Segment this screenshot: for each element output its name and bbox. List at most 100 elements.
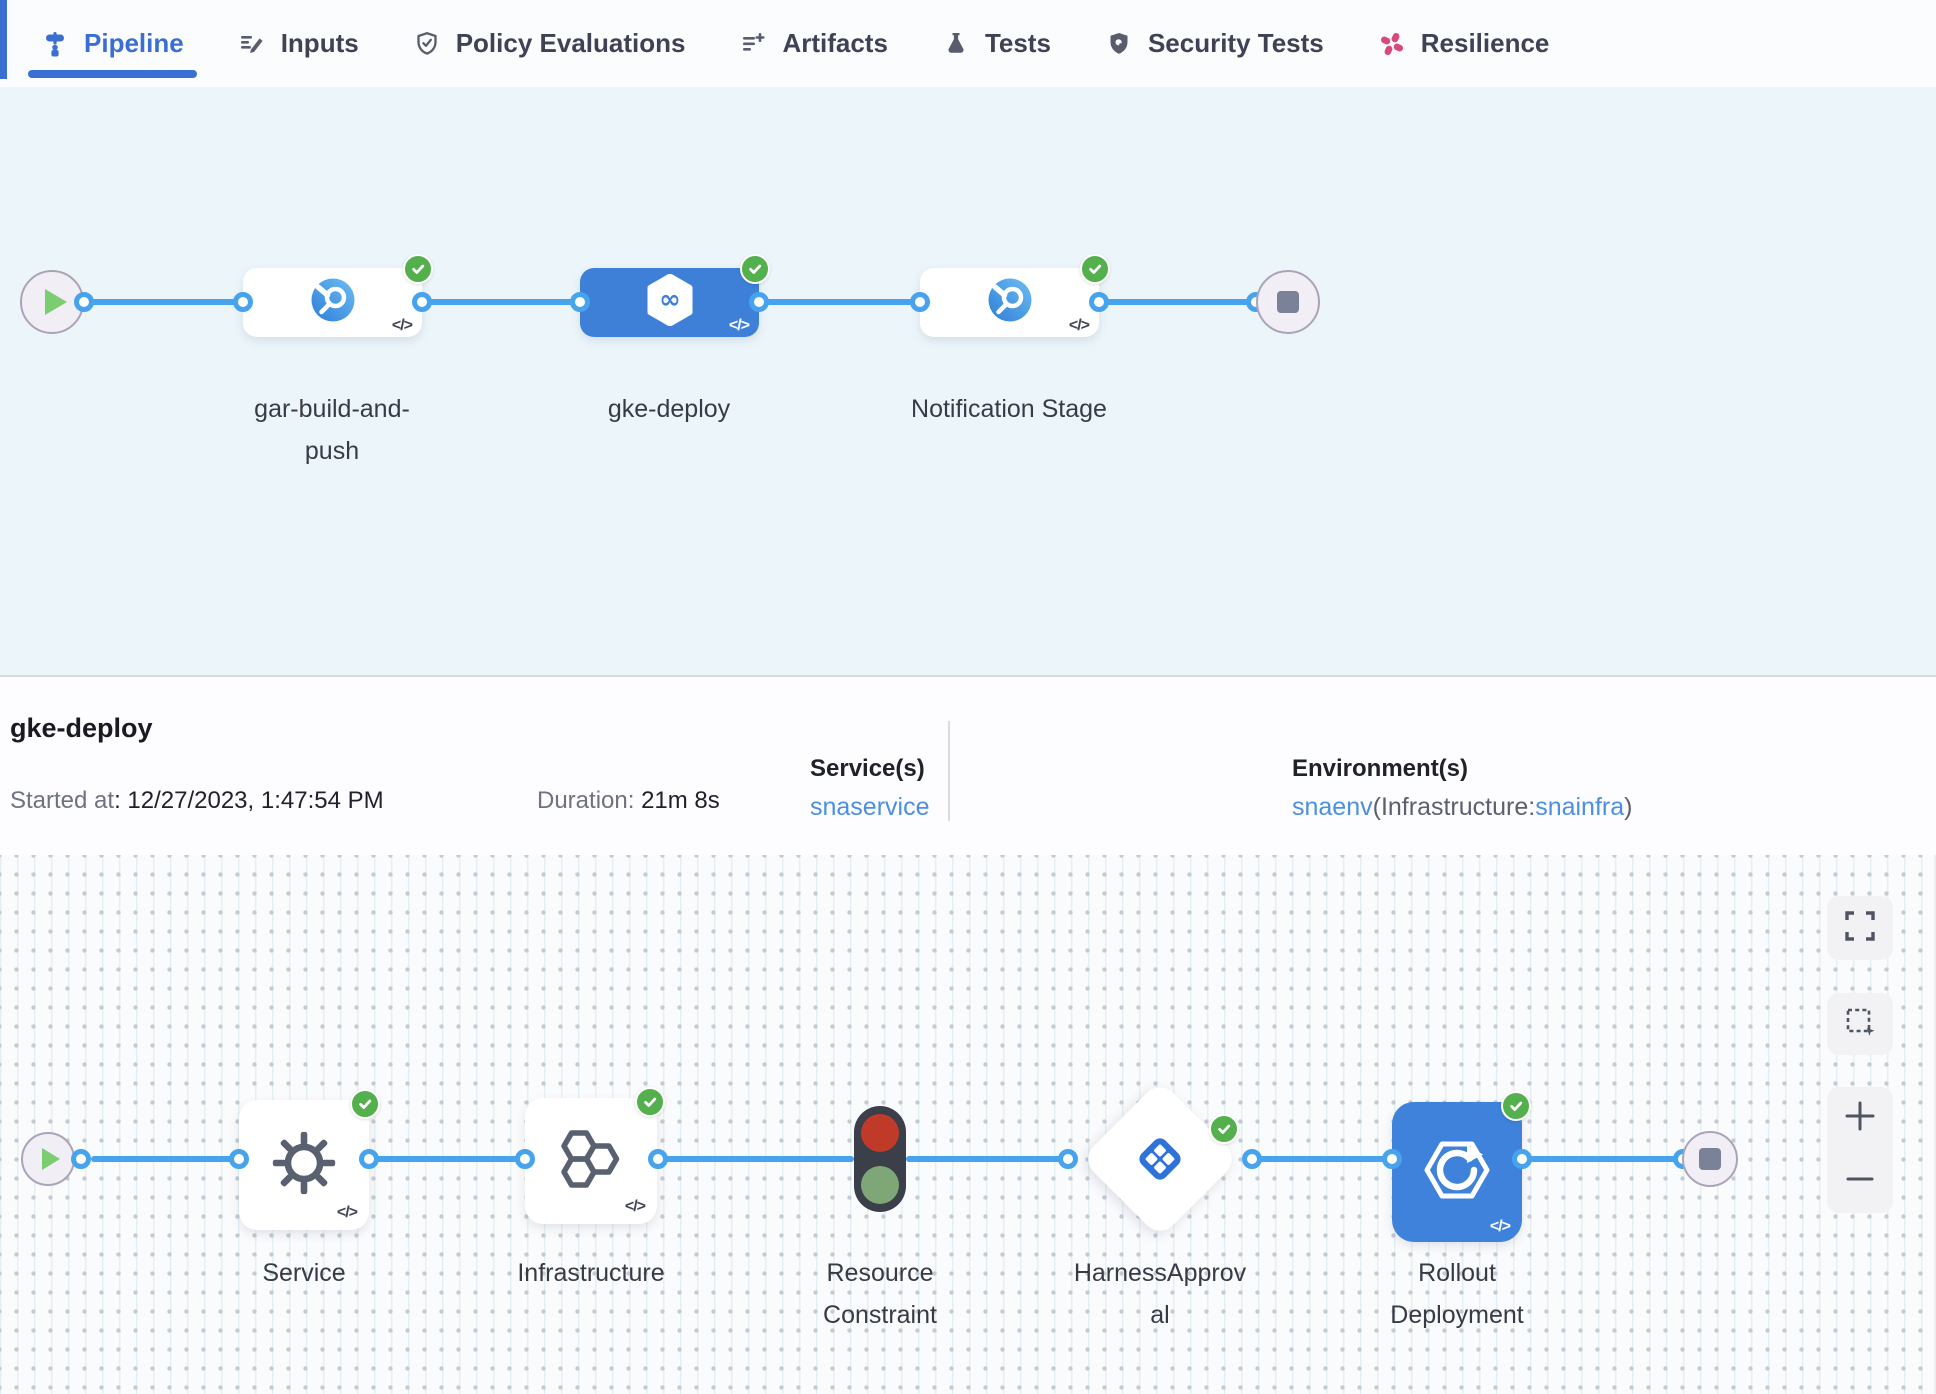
step-card-service[interactable]: </> <box>239 1100 369 1230</box>
services-label: Service(s) <box>810 755 925 782</box>
policy-evaluations-icon <box>413 30 441 58</box>
code-icon: </> <box>1068 317 1090 334</box>
zoom-panel <box>1827 1087 1893 1213</box>
execution-end-node <box>1682 1131 1738 1187</box>
started-at-label: Started at <box>10 787 115 814</box>
stage-card-notification-stage[interactable]: </> <box>920 268 1099 337</box>
edge-line <box>906 1156 1068 1162</box>
code-icon: </> <box>1489 1218 1511 1235</box>
stage-label: gke-deploy <box>607 395 731 423</box>
stop-icon <box>1699 1148 1721 1170</box>
duration: Duration: 21m 8s <box>537 787 720 815</box>
infrastructure-link[interactable]: snainfra <box>1535 793 1625 821</box>
code-icon: </> <box>391 317 413 334</box>
play-icon <box>42 1148 60 1170</box>
connector-dot <box>1382 1149 1402 1169</box>
step-card-rollout-deployment[interactable]: </> <box>1392 1102 1522 1242</box>
service-link[interactable]: snaservice <box>810 793 930 821</box>
edge-line <box>1252 1156 1392 1162</box>
services-value: snaservice <box>810 793 930 822</box>
tab-bar: Pipeline Inputs <box>0 0 1936 88</box>
stage-label: gar-build-and-push <box>254 395 410 465</box>
success-check-icon <box>1501 1091 1531 1121</box>
step-card-harness-approval[interactable] <box>1080 1079 1240 1239</box>
connector-dot <box>74 292 94 312</box>
minus-icon <box>1843 1162 1877 1201</box>
connector-dot <box>570 292 590 312</box>
execution-graph-canvas[interactable]: </> </> <box>0 855 1936 1394</box>
execution-start-node <box>21 1132 75 1186</box>
step-label: Resource Constraint <box>823 1259 937 1329</box>
plus-icon <box>1843 1099 1877 1138</box>
started-at-value: : 12/27/2023, 1:47:54 PM <box>114 787 384 814</box>
traffic-light-green <box>861 1166 899 1204</box>
connector-dot <box>229 1149 249 1169</box>
success-check-icon <box>403 254 433 284</box>
edge-line <box>84 299 243 305</box>
svg-text:∞: ∞ <box>659 285 681 315</box>
edge-line <box>1099 299 1256 305</box>
step-label: Infrastructure <box>517 1259 665 1287</box>
success-check-icon <box>635 1087 665 1117</box>
stage-title: gke-deploy <box>10 713 153 743</box>
marquee-select-button[interactable] <box>1827 993 1893 1055</box>
zoom-out-button[interactable] <box>1827 1150 1893 1213</box>
tab-label: Artifacts <box>782 28 888 58</box>
tab-tests[interactable]: Tests <box>915 0 1078 87</box>
step-label: HarnessApproval <box>1073 1259 1247 1329</box>
environments-label: Environment(s) <box>1292 755 1469 782</box>
environment-link[interactable]: snaenv <box>1292 793 1373 821</box>
approval-diamond-icon <box>1128 1127 1192 1196</box>
fullscreen-button[interactable] <box>1827 896 1893 960</box>
started-at: Started at: 12/27/2023, 1:47:54 PM <box>10 787 384 815</box>
security-tests-icon <box>1105 30 1133 58</box>
tab-resilience[interactable]: Resilience <box>1351 0 1577 87</box>
edge-line <box>91 1156 239 1162</box>
step-label: Rollout Deployment <box>1390 1259 1524 1329</box>
zoom-in-button[interactable] <box>1827 1087 1893 1150</box>
connector-dot <box>412 292 432 312</box>
step-resource-constraint[interactable] <box>854 1106 906 1212</box>
inputs-icon <box>238 30 266 58</box>
rollout-icon <box>1421 1134 1493 1211</box>
success-check-icon <box>350 1089 380 1119</box>
stage-card-gke-deploy[interactable]: ∞ </> <box>580 268 759 337</box>
duration-value: 21m 8s <box>641 787 720 814</box>
stage-details-bar: gke-deploy Started at: 12/27/2023, 1:47:… <box>0 679 1936 855</box>
marquee-select-icon <box>1844 1006 1876 1043</box>
play-icon <box>44 289 67 315</box>
connector-dot <box>910 292 930 312</box>
honeycomb-icon <box>553 1121 629 1202</box>
connector-dot <box>233 292 253 312</box>
connector-dot <box>648 1149 668 1169</box>
tab-label: Inputs <box>280 28 359 58</box>
stage-label: Notification Stage <box>911 395 1107 423</box>
edge-line <box>1522 1156 1683 1162</box>
resilience-icon <box>1378 30 1406 58</box>
connector-dot <box>1058 1149 1078 1169</box>
success-check-icon <box>1209 1114 1239 1144</box>
step-card-infrastructure[interactable]: </> <box>525 1098 657 1224</box>
artifacts-icon <box>739 30 767 58</box>
tab-security-tests[interactable]: Security Tests <box>1078 0 1351 87</box>
tab-policy-evaluations[interactable]: Policy Evaluations <box>386 0 713 87</box>
success-check-icon <box>740 254 770 284</box>
tab-label: Tests <box>984 28 1051 58</box>
stage-card-gar-build-and-push[interactable]: </> <box>243 268 422 337</box>
tab-inputs[interactable]: Inputs <box>211 0 386 87</box>
success-check-icon <box>1080 254 1110 284</box>
gear-icon <box>270 1129 338 1202</box>
active-tab-edge-strip <box>0 0 7 79</box>
pipeline-icon <box>41 30 69 58</box>
connector-dot <box>71 1149 91 1169</box>
code-icon: </> <box>624 1198 646 1215</box>
tab-artifacts[interactable]: Artifacts <box>712 0 914 87</box>
stop-icon <box>1277 291 1299 313</box>
connector-dot <box>1242 1149 1262 1169</box>
tab-pipeline[interactable]: Pipeline <box>14 0 211 87</box>
stage-graph-canvas[interactable]: </> ∞ </> <box>0 88 1936 677</box>
tab-label: Resilience <box>1420 28 1550 58</box>
tests-icon <box>942 30 970 58</box>
environment-infra-prefix: (Infrastructure: <box>1372 793 1536 821</box>
